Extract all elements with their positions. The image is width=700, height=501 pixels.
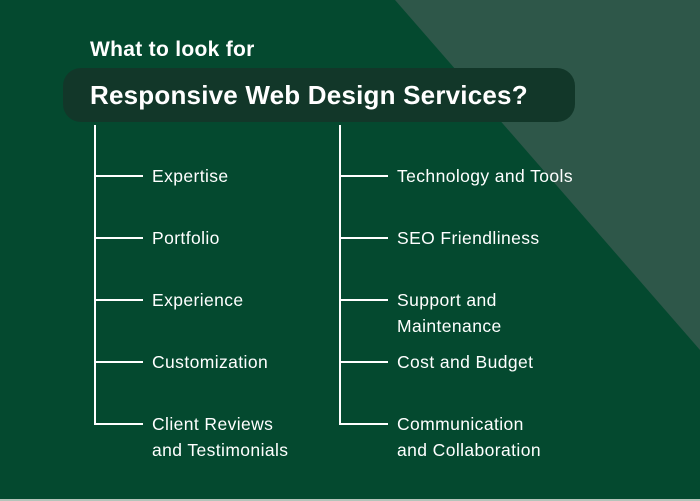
item-label: Support and Maintenance	[397, 290, 502, 336]
item-connector-line	[94, 299, 143, 301]
item-label: Client Reviews and Testimonials	[152, 414, 289, 460]
item-connector-line	[339, 361, 388, 363]
item-label: Portfolio	[152, 228, 220, 248]
item-label: SEO Friendliness	[397, 228, 540, 248]
item-label: Communication and Collaboration	[397, 414, 541, 460]
eyebrow-heading: What to look for	[90, 38, 255, 61]
item-label: Cost and Budget	[397, 352, 534, 372]
item-connector-line	[94, 237, 143, 239]
left-column-connector-line	[94, 125, 96, 425]
item-connector-line	[339, 175, 388, 177]
right-column-connector-line	[339, 125, 341, 425]
item-connector-line	[339, 299, 388, 301]
item-label: Customization	[152, 352, 269, 372]
item-label: Expertise	[152, 166, 229, 186]
title-pill: Responsive Web Design Services?	[63, 68, 575, 122]
item-connector-line	[94, 423, 143, 425]
item-connector-line	[94, 175, 143, 177]
item-connector-line	[339, 237, 388, 239]
item-label: Experience	[152, 290, 244, 310]
item-label: Technology and Tools	[397, 166, 573, 186]
bottom-edge-strip	[0, 499, 700, 501]
item-connector-line	[339, 423, 388, 425]
page-title: Responsive Web Design Services?	[90, 79, 528, 110]
item-connector-line	[94, 361, 143, 363]
